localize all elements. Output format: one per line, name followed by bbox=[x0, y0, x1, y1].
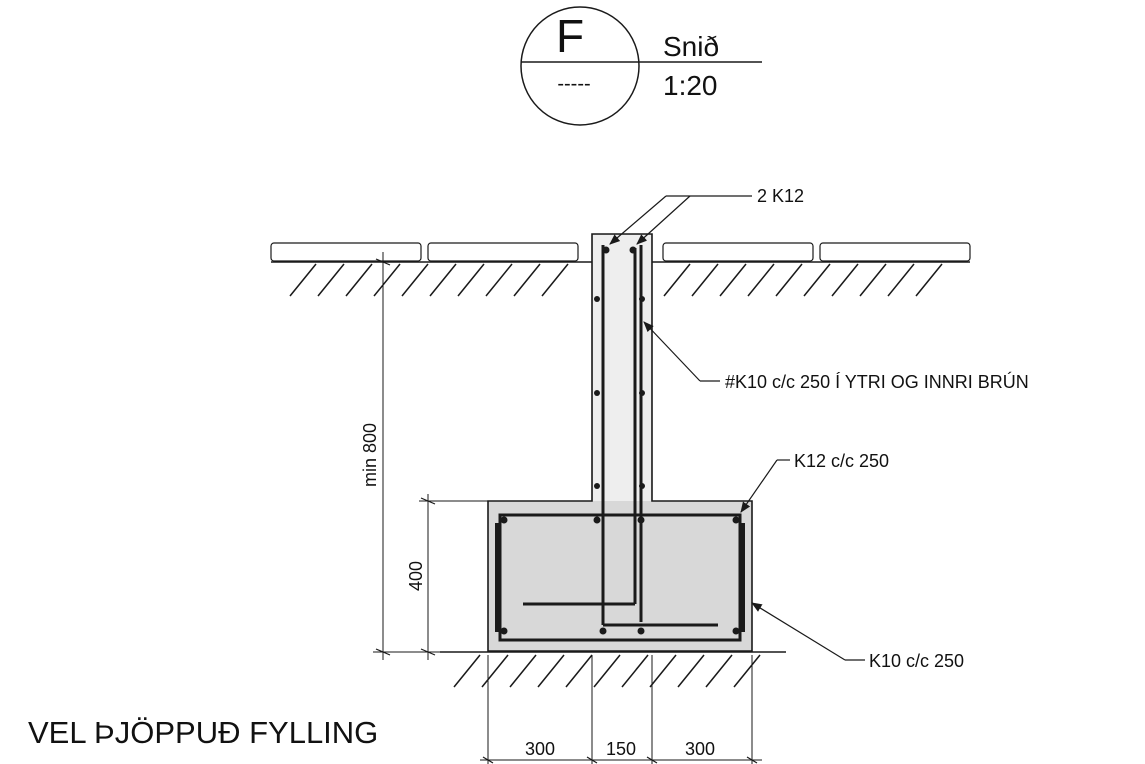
section-circle bbox=[520, 6, 640, 126]
reinforcement bbox=[495, 245, 745, 642]
callout-footing-top-label: K12 c/c 250 bbox=[794, 451, 889, 471]
fill-label: VEL ÞJÖPPUÐ FYLLING bbox=[28, 715, 378, 750]
concrete-section bbox=[487, 233, 753, 652]
rebar-dot bbox=[594, 483, 600, 489]
callout-footing-side: K10 c/c 250 bbox=[751, 602, 964, 671]
callout-top-bars-label: 2 K12 bbox=[757, 186, 804, 206]
ground-hatch bbox=[453, 654, 761, 688]
rebar-dot bbox=[637, 516, 645, 524]
dimension-right-width-label: 300 bbox=[685, 739, 715, 759]
title-block: F ----- Snið 1:20 bbox=[520, 6, 762, 126]
rebar-dot bbox=[732, 516, 740, 524]
callout-top-bars: 2 K12 bbox=[609, 186, 804, 245]
rebar-dot bbox=[629, 246, 637, 254]
dimension-wall-width-label: 150 bbox=[606, 739, 636, 759]
rebar-dot bbox=[500, 627, 508, 635]
section-label: Snið bbox=[663, 31, 719, 62]
dimension-footing-height-label: 400 bbox=[406, 561, 426, 591]
callout-wall-mesh-label: #K10 c/c 250 Í YTRI OG INNRI BRÚN bbox=[725, 371, 1029, 392]
ground-hatch bbox=[289, 263, 943, 297]
section-letter: F bbox=[556, 10, 584, 62]
section-reference: ----- bbox=[557, 73, 590, 95]
rebar-dot bbox=[593, 516, 601, 524]
rebar-dot bbox=[594, 390, 600, 396]
rebar-dot bbox=[637, 627, 645, 635]
rebar-dot bbox=[639, 483, 645, 489]
callout-footing-top: K12 c/c 250 bbox=[740, 451, 889, 513]
rebar-dots bbox=[500, 246, 740, 635]
paving-slabs bbox=[270, 242, 971, 262]
dimension-min-depth: min 800 bbox=[360, 252, 440, 660]
dimension-footing-height: 400 bbox=[406, 494, 488, 660]
rebar-dot bbox=[594, 296, 600, 302]
footing-stirrup bbox=[498, 513, 742, 642]
dimension-min-depth-label: min 800 bbox=[360, 423, 380, 487]
paving-slab bbox=[427, 242, 579, 262]
paving-slab bbox=[819, 242, 971, 262]
section-scale: 1:20 bbox=[663, 70, 718, 101]
lower-ground bbox=[440, 651, 786, 688]
rebar-dot bbox=[639, 390, 645, 396]
rebar-dot bbox=[639, 296, 645, 302]
rebar-dot bbox=[599, 627, 607, 635]
dimension-left-width-label: 300 bbox=[525, 739, 555, 759]
upper-ground bbox=[271, 261, 970, 297]
rebar-dot bbox=[500, 516, 508, 524]
callout-wall-mesh: #K10 c/c 250 Í YTRI OG INNRI BRÚN bbox=[643, 321, 1029, 392]
rebar-dot bbox=[732, 627, 740, 635]
paving-slab bbox=[662, 242, 814, 262]
callout-footing-side-label: K10 c/c 250 bbox=[869, 651, 964, 671]
dimension-widths: 300 150 300 bbox=[480, 655, 762, 764]
paving-slab bbox=[270, 242, 422, 262]
rebar-dot bbox=[602, 246, 610, 254]
